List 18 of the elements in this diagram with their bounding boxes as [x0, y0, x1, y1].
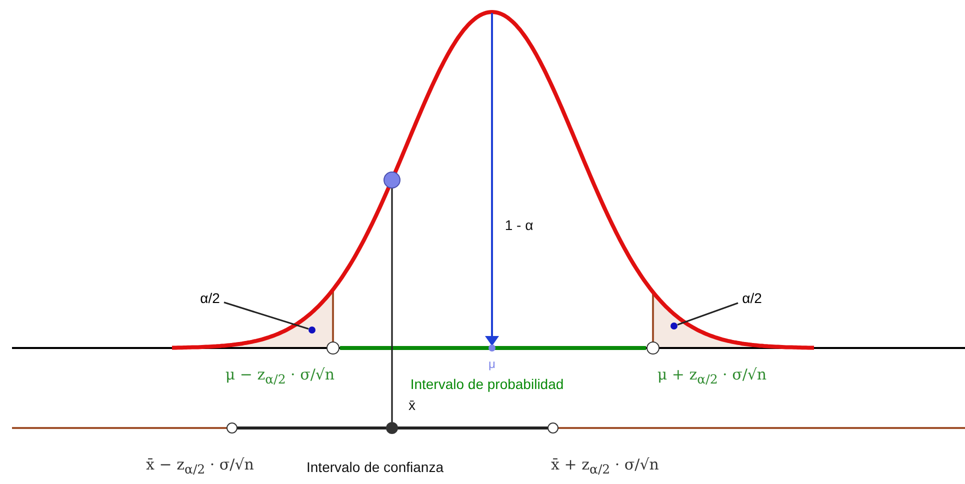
area-label: α/2 — [200, 290, 220, 306]
point — [386, 422, 398, 434]
point — [384, 172, 400, 188]
interval-label: Intervalo de probabilidad — [410, 376, 564, 392]
area-label: α/2 — [742, 290, 762, 306]
leader-line — [677, 302, 738, 326]
interval-label: Intervalo de confianza — [306, 459, 444, 475]
formula: x̄ − z$_{α/2}$ · σ/√n — [146, 456, 254, 476]
point — [670, 322, 678, 330]
formula: μ + z$_{α/2}$ · σ/√n — [657, 366, 767, 386]
formula: x̄ + z$_{α/2}$ · σ/√n — [551, 456, 659, 476]
sample-mean-label: x̄ — [408, 397, 416, 413]
point — [308, 326, 316, 334]
area-label: 1 - α — [504, 217, 534, 233]
formula: μ − z$_{α/2}$ · σ/√n — [225, 366, 335, 386]
vertical-line — [391, 188, 393, 422]
mean-label: μ — [488, 357, 496, 371]
leader-line — [224, 302, 309, 330]
